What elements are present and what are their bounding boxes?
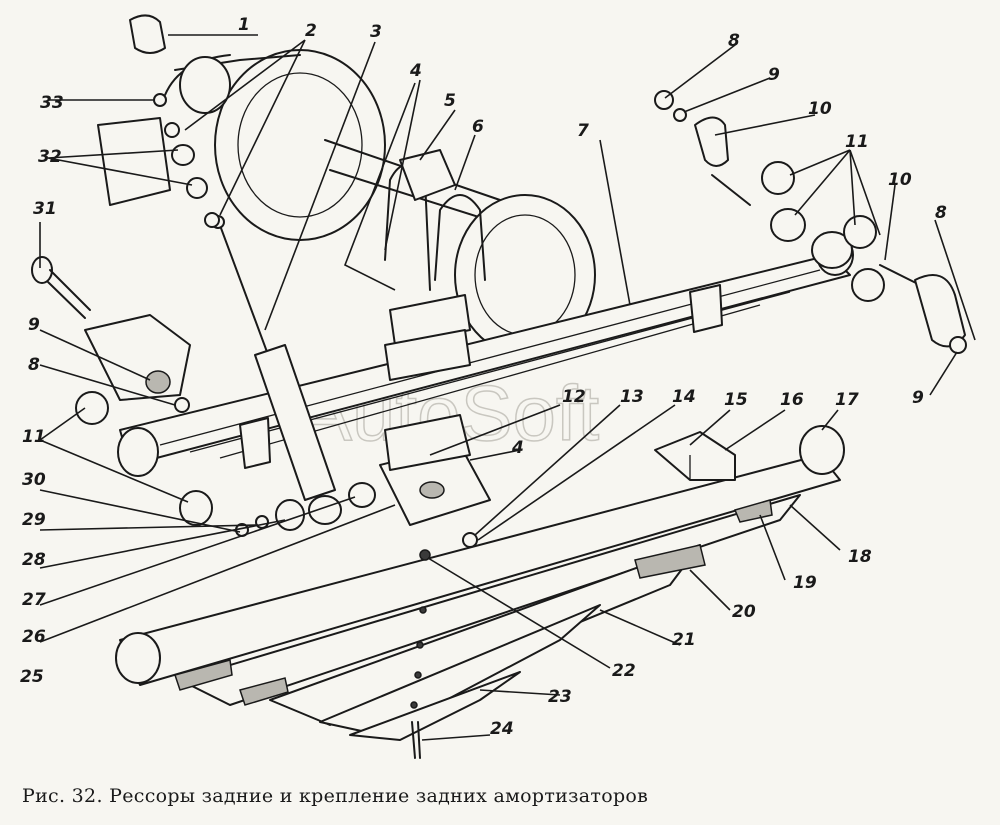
callout-8-top: 8: [728, 31, 740, 51]
callout-26: 26: [22, 627, 46, 647]
spring-clip: [654, 431, 736, 481]
callout-2: 2: [305, 21, 317, 41]
callout-7: 7: [577, 121, 589, 141]
callout-29: 29: [22, 510, 46, 530]
figure-caption: Рис. 32. Рессоры задние и крепление задн…: [22, 785, 649, 807]
callout-10-right: 10: [888, 170, 912, 190]
callout-10-top: 10: [808, 99, 832, 119]
callout-14: 14: [672, 387, 696, 407]
callout-16: 16: [780, 390, 804, 410]
callout-19: 19: [793, 573, 817, 593]
callout-30: 30: [22, 470, 46, 490]
callout-27: 27: [22, 590, 46, 610]
frame-bracket-left: [84, 117, 191, 401]
callout-28: 28: [22, 550, 46, 570]
callout-11-right: 11: [845, 132, 869, 152]
leader-lines: [39, 34, 976, 741]
callout-23: 23: [548, 687, 572, 707]
shock-absorber: [211, 215, 342, 525]
callout-9-top: 9: [768, 65, 780, 85]
callout-4-upper: 4: [409, 61, 422, 81]
lower-rear-spring: [115, 425, 845, 741]
callout-21: 21: [672, 630, 696, 650]
callout-18: 18: [848, 547, 872, 567]
shackle-assembly: [654, 90, 967, 354]
callout-31: 31: [33, 199, 57, 219]
callout-5: 5: [444, 91, 456, 111]
callout-3: 3: [370, 22, 382, 42]
callout-6: 6: [472, 117, 484, 137]
callout-4-lower: 4: [511, 438, 524, 458]
callout-12: 12: [562, 387, 586, 407]
rear-axle-housing: [164, 49, 596, 356]
callout-22: 22: [612, 661, 636, 681]
callout-25: 25: [20, 667, 44, 687]
callouts: 1 2 3 4 5 6 7 8 9 10 11 10 8 9 33 32 31 …: [20, 15, 947, 739]
callout-8-left: 8: [28, 355, 40, 375]
callout-1: 1: [238, 15, 250, 35]
callout-13: 13: [620, 387, 644, 407]
callout-9-right: 9: [912, 388, 924, 408]
callout-8-right: 8: [935, 203, 947, 223]
callout-24: 24: [490, 719, 514, 739]
callout-33: 33: [40, 93, 64, 113]
callout-9-left: 9: [28, 315, 40, 335]
u-bolts: [379, 149, 491, 526]
callout-17: 17: [835, 390, 859, 410]
callout-20: 20: [732, 602, 756, 622]
callout-15: 15: [724, 390, 748, 410]
callout-32: 32: [38, 147, 62, 167]
callout-11-left: 11: [22, 427, 46, 447]
